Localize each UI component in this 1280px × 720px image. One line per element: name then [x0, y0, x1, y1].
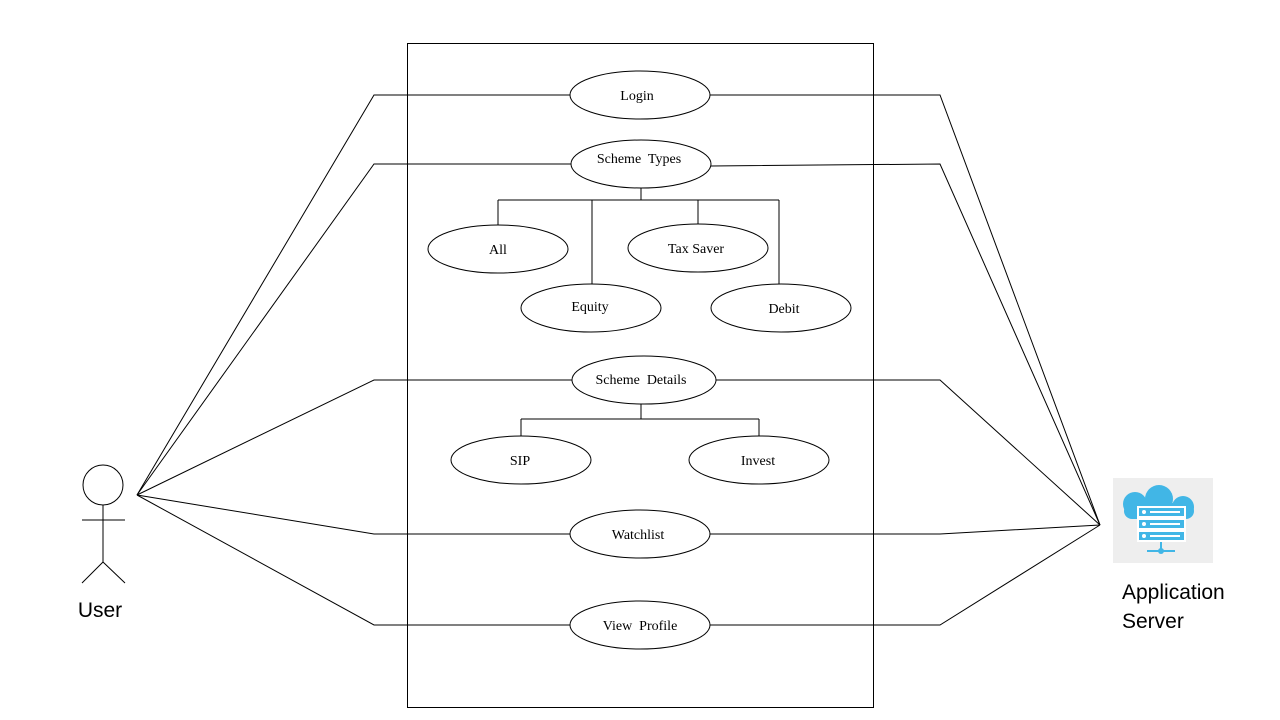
use-case-sip[interactable]: SIP — [450, 435, 592, 485]
user-associations — [136, 94, 573, 626]
use-case-label: Debit — [768, 302, 799, 317]
scheme-details-connectors — [520, 404, 760, 436]
use-case-equity[interactable]: Equity — [520, 283, 662, 333]
use-case-debit[interactable]: Debit — [710, 283, 852, 333]
use-case-label: All — [489, 243, 507, 258]
system-boundary — [407, 43, 874, 708]
use-case-login[interactable]: Login — [569, 70, 711, 120]
server-label-line1: Application — [1122, 581, 1225, 604]
use-case-label: SIP — [510, 454, 530, 469]
server-label-line2: Server — [1122, 610, 1184, 633]
use-case-label: Watchlist — [612, 528, 665, 543]
cloud-server-icon — [1113, 478, 1213, 563]
use-case-label: Scheme Details — [596, 373, 687, 388]
user-actor[interactable]: User — [78, 464, 126, 622]
use-case-invest[interactable]: Invest — [688, 435, 830, 485]
use-case-scheme-details[interactable]: Scheme Details — [571, 355, 717, 405]
use-case-label: View Profile — [603, 619, 678, 634]
user-label: User — [78, 599, 122, 622]
use-case-label: Scheme Types — [597, 152, 681, 167]
use-case-label: Invest — [741, 454, 775, 469]
use-case-view-profile[interactable]: View Profile — [569, 600, 711, 650]
use-case-label: Tax Saver — [668, 242, 725, 257]
use-case-watchlist[interactable]: Watchlist — [569, 509, 711, 559]
use-case-all[interactable]: All — [427, 224, 569, 274]
use-case-scheme-types[interactable]: Scheme Types — [570, 139, 712, 189]
scheme-types-connectors — [497, 188, 780, 284]
use-case-tax-saver[interactable]: Tax Saver — [627, 223, 769, 273]
use-case-label: Equity — [571, 300, 608, 315]
server-actor[interactable]: Application Server — [1113, 478, 1225, 633]
stick-figure-icon — [81, 464, 126, 584]
use-case-label: Login — [620, 89, 653, 104]
server-associations — [710, 94, 1101, 626]
